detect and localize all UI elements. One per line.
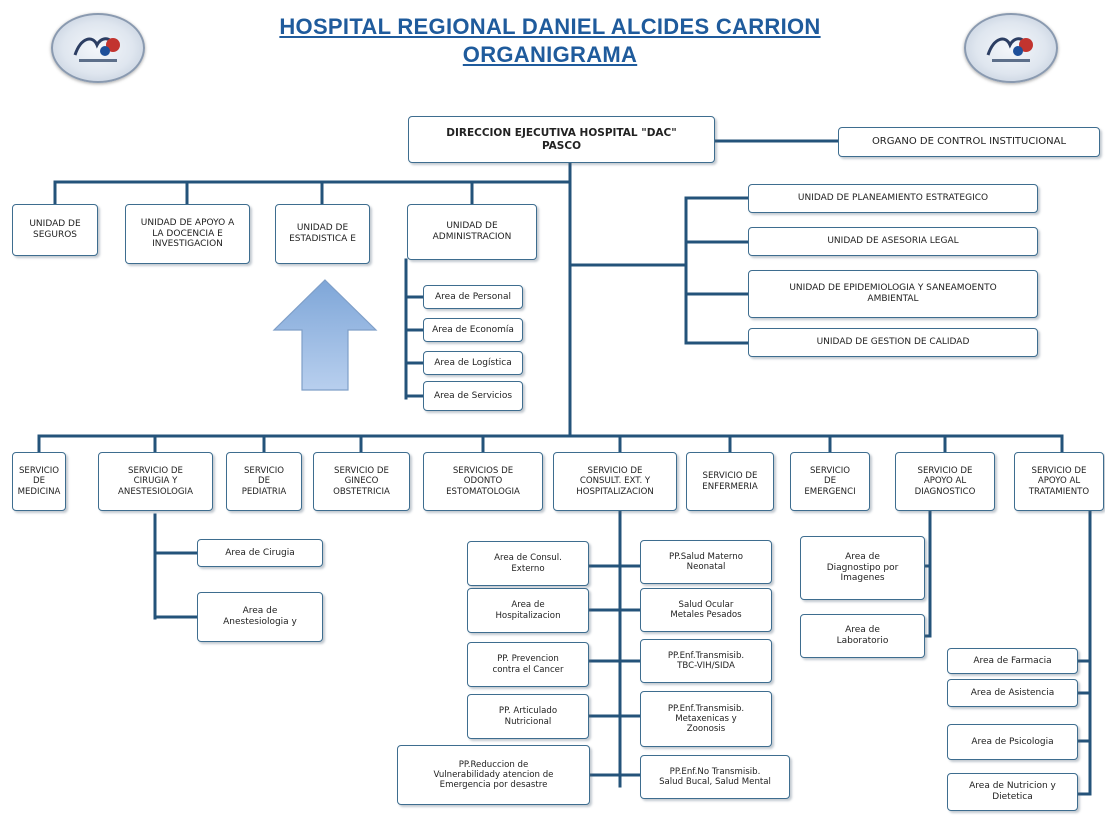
area-diagnostico-imagenes-box: Area de Diagnostipo por Imagenes [800,536,925,600]
servicio-consult-ext-box: SERVICIO DE CONSULT. EXT. Y HOSPITALIZAC… [553,452,677,511]
area-farmacia-box: Area de Farmacia [947,648,1078,674]
page-title: HOSPITAL REGIONAL DANIEL ALCIDES CARRION [279,14,821,39]
unidad-planeamiento-box: UNIDAD DE PLANEAMIENTO ESTRATEGICO [748,184,1038,213]
up-arrow-icon [272,279,378,391]
servicio-apoyo-tratamiento-box: SERVICIO DE APOYO AL TRATAMIENTO [1014,452,1104,511]
unidad-epidemiologia-box: UNIDAD DE EPIDEMIOLOGIA Y SANEAMOENTO AM… [748,270,1038,318]
servicio-medicina-box: SERVICIO DE MEDICINA [12,452,66,511]
servicio-odonto-box: SERVICIOS DE ODONTO ESTOMATOLOGIA [423,452,543,511]
salud-ocular-box: Salud Ocular Metales Pesados [640,588,772,632]
area-personal-box: Area de Personal [423,285,523,309]
direccion-ejecutiva-box: DIRECCION EJECUTIVA HOSPITAL "DAC" PASCO [408,116,715,163]
pp-tbc-vih-box: PP.Enf.Transmisib. TBC-VIH/SIDA [640,639,772,683]
pp-salud-materno-box: PP.Salud Materno Neonatal [640,540,772,584]
servicio-apoyo-diagnostico-box: SERVICIO DE APOYO AL DIAGNOSTICO [895,452,995,511]
unidad-seguros-box: UNIDAD DE SEGUROS [12,204,98,256]
area-economia-box: Area de Economía [423,318,523,342]
hospital-logo-left [51,13,145,83]
area-consul-externo-box: Area de Consul. Externo [467,541,589,586]
area-anestesiologia-box: Area de Anestesiologia y [197,592,323,642]
area-logistica-box: Area de Logística [423,351,523,375]
unidad-gestion-calidad-box: UNIDAD DE GESTION DE CALIDAD [748,328,1038,357]
pp-metaxenicas-box: PP.Enf.Transmisib. Metaxenicas y Zoonosi… [640,691,772,747]
servicio-cirugia-box: SERVICIO DE CIRUGIA Y ANESTESIOLOGIA [98,452,213,511]
servicio-gineco-box: SERVICIO DE GINECO OBSTETRICIA [313,452,410,511]
hospital-logo-icon [986,37,1033,62]
area-cirugia-box: Area de Cirugia [197,539,323,567]
page-subtitle: ORGANIGRAMA [462,42,638,67]
unidad-administracion-box: UNIDAD DE ADMINISTRACION [407,204,537,260]
pp-prevencion-cancer-box: PP. Prevencion contra el Cancer [467,642,589,687]
area-psicologia-box: Area de Psicologia [947,724,1078,760]
area-nutricion-box: Area de Nutricion y Dietetica [947,773,1078,811]
unidad-estadistica-box: UNIDAD DE ESTADISTICA E [275,204,370,264]
hospital-logo-icon [73,37,120,62]
servicio-emergencia-box: SERVICIO DE EMERGENCI [790,452,870,511]
area-asistencia-box: Area de Asistencia [947,679,1078,707]
organo-control-box: ORGANO DE CONTROL INSTITUCIONAL [838,127,1100,157]
unidad-docencia-box: UNIDAD DE APOYO A LA DOCENCIA E INVESTIG… [125,204,250,264]
area-hospitalizacion-box: Area de Hospitalizacion [467,588,589,633]
area-laboratorio-box: Area de Laboratorio [800,614,925,658]
pp-reduccion-vulnerabilidad-box: PP.Reduccion de Vulnerabilidady atencion… [397,745,590,805]
servicio-pediatria-box: SERVICIO DE PEDIATRIA [226,452,302,511]
pp-articulado-nutricional-box: PP. Articulado Nutricional [467,694,589,739]
pp-no-transmisibles-box: PP.Enf.No Transmisib. Salud Bucal, Salud… [640,755,790,799]
hospital-logo-right [964,13,1058,83]
area-servicios-box: Area de Servicios [423,381,523,411]
unidad-asesoria-box: UNIDAD DE ASESORIA LEGAL [748,227,1038,256]
servicio-enfermeria-box: SERVICIO DE ENFERMERIA [686,452,774,511]
